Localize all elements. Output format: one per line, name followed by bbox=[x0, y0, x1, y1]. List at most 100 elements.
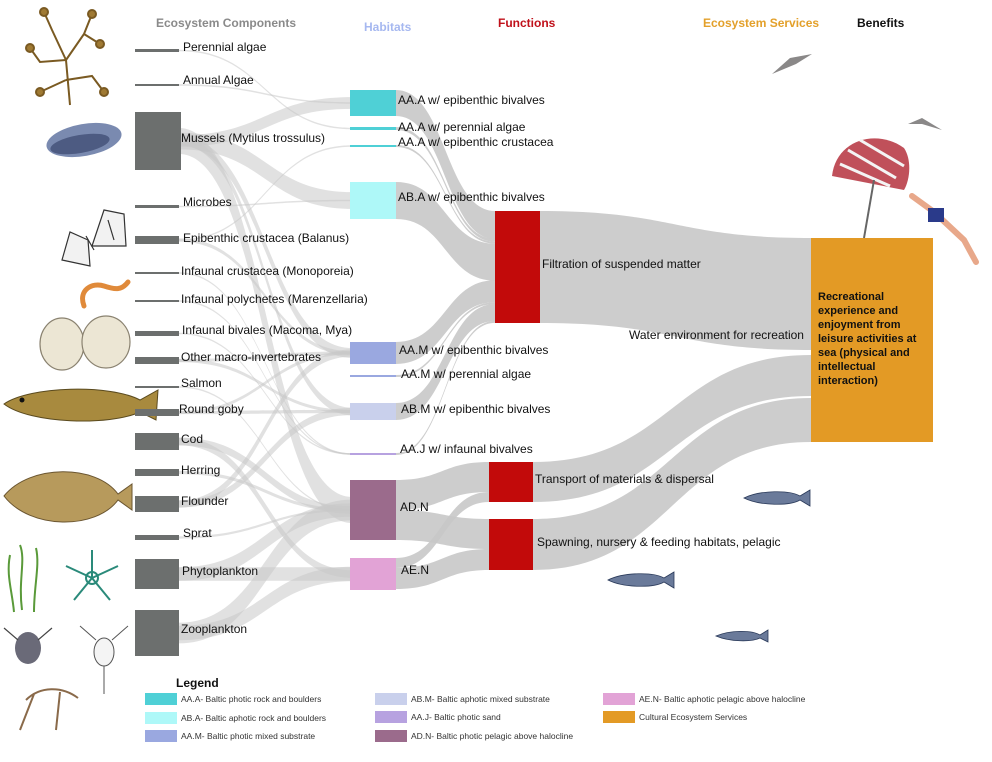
legend-label: AB.A- Baltic aphotic rock and boulders bbox=[181, 713, 327, 723]
component-node bbox=[135, 300, 179, 302]
component-label-salmon: Salmon bbox=[181, 376, 222, 390]
legend-item: AA.M- Baltic photic mixed substrate bbox=[145, 730, 315, 742]
sankey-link bbox=[396, 182, 495, 281]
legend-item: AA.A- Baltic photic rock and boulders bbox=[145, 693, 321, 705]
habitat-node bbox=[350, 182, 396, 219]
habitat-label-aam-perennial-algae: AA.M w/ perennial algae bbox=[401, 367, 532, 381]
habitat-label-aaj-infaunal-bivalves: AA.J w/ infaunal bivalves bbox=[400, 442, 533, 456]
legend-item: AB.M- Baltic aphotic mixed substrate bbox=[375, 693, 550, 705]
component-label-epibenthic-crustacea: Epibenthic crustacea (Balanus) bbox=[183, 231, 350, 245]
habitat-label-aba-epibenthic-bivalves: AB.A w/ epibenthic bivalves bbox=[398, 190, 545, 204]
component-node bbox=[135, 236, 179, 244]
sankey-link bbox=[179, 145, 352, 241]
sankey-link bbox=[179, 499, 352, 644]
component-node bbox=[135, 559, 179, 589]
mussel-illustration bbox=[46, 122, 122, 158]
sankey-link bbox=[540, 211, 811, 350]
legend-label: Cultural Ecosystem Services bbox=[639, 712, 748, 722]
legend-label: AB.M- Baltic aphotic mixed substrate bbox=[411, 694, 550, 704]
gull-icon bbox=[772, 54, 942, 130]
habitat-node bbox=[350, 90, 396, 116]
habitat-node bbox=[350, 403, 396, 420]
sankey-link bbox=[396, 127, 495, 242]
round-goby-illustration bbox=[3, 388, 159, 422]
sankey-nodes bbox=[135, 49, 933, 656]
header-benefits: Benefits bbox=[857, 16, 905, 30]
component-node bbox=[135, 205, 179, 208]
sankey-link bbox=[396, 492, 489, 568]
habitat-label-aam-epibenthic-bivalves: AA.M w/ epibenthic bivalves bbox=[399, 343, 549, 357]
component-label-cod: Cod bbox=[181, 432, 204, 446]
sankey-link bbox=[179, 437, 352, 514]
legend-swatch bbox=[375, 711, 407, 723]
sankey-link bbox=[396, 549, 489, 589]
legend-swatch bbox=[145, 693, 177, 705]
component-node bbox=[135, 357, 179, 364]
sankey-link bbox=[179, 300, 352, 455]
component-node bbox=[135, 409, 179, 416]
habitat-node bbox=[350, 558, 396, 590]
worm-illustration bbox=[80, 279, 131, 309]
phytoplankton-illustration bbox=[7, 544, 39, 613]
legend-label: AA.J- Baltic photic sand bbox=[411, 712, 501, 722]
habitat-node bbox=[350, 375, 396, 377]
sankey-link bbox=[179, 407, 352, 508]
sankey-link bbox=[533, 398, 811, 570]
diatom-illustration bbox=[65, 550, 119, 601]
header-habitats: Habitats bbox=[364, 20, 412, 34]
function-node bbox=[495, 211, 540, 323]
header-ecosystem-services: Ecosystem Services bbox=[703, 16, 820, 30]
legend-label: AA.M- Baltic photic mixed substrate bbox=[181, 731, 316, 741]
function-node bbox=[489, 519, 533, 570]
sankey-link bbox=[179, 349, 352, 508]
habitat-node bbox=[350, 453, 396, 455]
sankey-link bbox=[179, 351, 352, 415]
sankey-link bbox=[179, 437, 352, 578]
component-node bbox=[135, 433, 179, 450]
habitat-node bbox=[350, 127, 396, 130]
component-label-phytoplankton: Phytoplankton bbox=[182, 564, 259, 578]
legend-swatch bbox=[375, 730, 407, 742]
sankey-link bbox=[179, 508, 352, 539]
sankey-link bbox=[179, 386, 352, 511]
sankey-link bbox=[179, 238, 352, 355]
seaweed-illustration bbox=[25, 7, 109, 106]
legend-item: AE.N- Baltic aphotic pelagic above haloc… bbox=[603, 693, 805, 705]
legend-swatch bbox=[145, 712, 177, 724]
legend-item: Cultural Ecosystem Services bbox=[603, 711, 747, 723]
habitat-label-aaa-epibenthic-crustacea: AA.A w/ epibenthic crustacea bbox=[398, 135, 554, 149]
clam-illustration bbox=[39, 315, 131, 371]
component-node bbox=[135, 386, 179, 388]
sankey-link bbox=[179, 97, 352, 147]
herring-illustration bbox=[607, 489, 811, 643]
habitat-label-aen: AE.N bbox=[401, 563, 430, 577]
component-node bbox=[135, 84, 179, 86]
sankey-link bbox=[396, 90, 495, 239]
legend-item: AA.J- Baltic photic sand bbox=[375, 711, 501, 723]
habitat-node bbox=[350, 342, 396, 364]
component-label-round-goby: Round goby bbox=[179, 402, 244, 416]
component-label-sprat: Sprat bbox=[183, 526, 212, 540]
sankey-link bbox=[396, 145, 495, 244]
sankey-link bbox=[179, 84, 352, 104]
component-node bbox=[135, 272, 179, 274]
habitat-node bbox=[350, 480, 396, 540]
legend-swatch bbox=[375, 693, 407, 705]
header-ecosystem-components: Ecosystem Components bbox=[156, 16, 297, 30]
legend-swatch bbox=[603, 693, 635, 705]
sankey-link bbox=[179, 49, 352, 130]
swimmer-illustration bbox=[909, 193, 979, 265]
function-label-spawning: Spawning, nursery & feeding habitats, pe… bbox=[537, 535, 781, 549]
service-link-label: Water environment for recreation bbox=[629, 328, 804, 342]
legend-item: AD.N- Baltic photic pelagic above halocl… bbox=[375, 730, 573, 742]
component-label-infaunal-crustacea: Infaunal crustacea (Monoporeia) bbox=[181, 264, 354, 278]
sankey-link bbox=[179, 332, 352, 455]
header-functions: Functions bbox=[498, 16, 556, 30]
flounder-illustration bbox=[3, 471, 133, 523]
sankey-link bbox=[179, 137, 352, 416]
component-label-perennial-algae: Perennial algae bbox=[183, 40, 267, 54]
component-label-herring: Herring bbox=[181, 463, 221, 477]
illustrations bbox=[3, 7, 979, 731]
sankey-links bbox=[179, 49, 811, 644]
zooplankton-illustration bbox=[3, 625, 129, 731]
